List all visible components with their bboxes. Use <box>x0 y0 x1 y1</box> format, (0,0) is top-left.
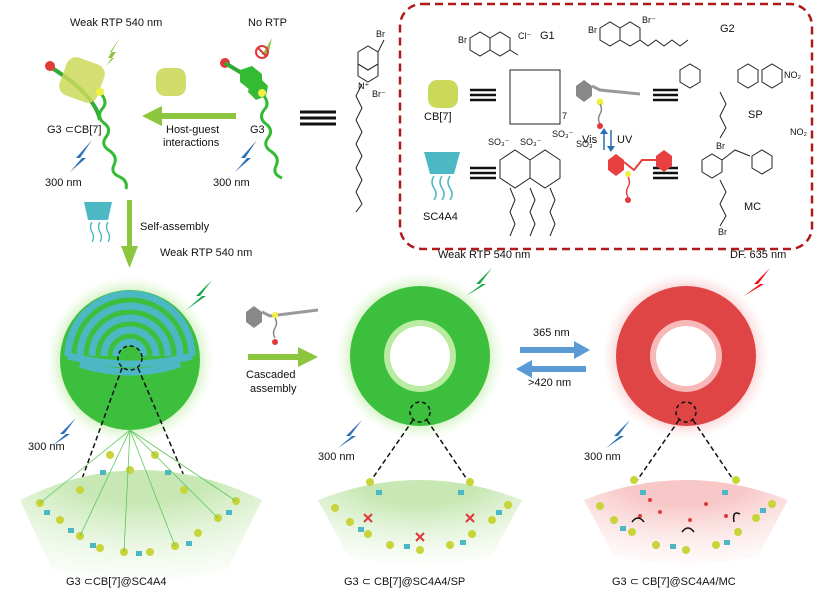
g2-br-label: Br <box>588 25 597 35</box>
alkyl-tail <box>97 94 128 190</box>
mc-label: MC <box>744 201 762 213</box>
g3-chemical-structure <box>355 39 385 213</box>
zoom-circle <box>675 401 697 423</box>
excitation-bolt-icon <box>235 140 257 172</box>
assembly-fan-2 <box>318 478 522 564</box>
excitation-bolt-icon <box>70 140 92 172</box>
multilayer-vesicle <box>46 276 214 491</box>
stage1-excitation-label: 300 nm <box>28 441 65 453</box>
excitation-bolt-icon <box>338 420 362 448</box>
sp-br-label: Br <box>716 141 725 151</box>
mc-br-label: Br <box>718 227 727 237</box>
photo-switch-arrows <box>516 341 590 378</box>
cb7-ring-icon <box>59 57 105 103</box>
stage3-caption: G3 ⊂ CB[7]@SC4A4/MC <box>612 576 736 588</box>
host-guest-label-1: Host-guest <box>166 124 220 136</box>
g2-counterion: Br⁻ <box>642 15 656 25</box>
sp-label: SP <box>748 109 763 121</box>
free-g3-molecule <box>220 58 283 180</box>
excitation-label: 300 nm <box>213 177 250 189</box>
g3-counterion-label: Br⁻ <box>372 89 386 99</box>
host-guest-label-2: interactions <box>163 137 220 149</box>
guest-head-dot <box>45 61 55 71</box>
excitation-bolt-icon <box>606 420 630 448</box>
forward-arrow <box>520 347 576 353</box>
excitation-bolt-icon <box>52 418 76 446</box>
red-toroid <box>602 272 770 483</box>
sc4a4-small-icon <box>84 202 112 243</box>
stage2-caption: G3 ⊂ CB[7]@SC4A4/SP <box>344 576 466 588</box>
complex-emission-label: Weak RTP 540 nm <box>70 17 163 29</box>
zoom-circle <box>117 345 143 371</box>
so3-label: SO₃⁻ <box>552 129 574 139</box>
complex-g3-cb7 <box>45 57 128 190</box>
backward-arrow <box>530 366 586 372</box>
g1-counterion: Cl⁻ <box>518 31 532 41</box>
free-cb7-icon <box>156 68 186 96</box>
sc4a4-legend-icon <box>424 152 460 201</box>
stage3-excitation-label: 300 nm <box>584 451 621 463</box>
sp-legend-icon <box>576 80 641 129</box>
switch-forward-label: 365 nm <box>533 327 570 339</box>
sp-molecule-icon <box>246 306 319 345</box>
stage2-emission-label: Weak RTP 540 nm <box>438 249 531 261</box>
legend-dashed-box <box>398 2 814 251</box>
uv-excitation-icons <box>52 140 630 448</box>
sc4a4-label: SC4A4 <box>423 211 458 223</box>
so3-label: SO₃⁻ <box>576 139 598 149</box>
vis-label: Vis <box>582 134 598 146</box>
complex-label: G3 ⊂CB[7] <box>47 124 102 136</box>
uv-label: UV <box>617 134 633 146</box>
assembly-fan-1 <box>20 429 262 580</box>
host-guest-arrow <box>142 106 236 126</box>
stage2-excitation-label: 300 nm <box>318 451 355 463</box>
vis-uv-switch-arrows <box>600 128 615 152</box>
stage1-emission-label: Weak RTP 540 nm <box>160 247 253 259</box>
stage3-emission-label: DF. 635 nm <box>730 249 787 261</box>
cascaded-label-2: assembly <box>250 383 297 395</box>
equivalence-sign <box>300 110 336 126</box>
assembly-fan-3 <box>584 476 788 564</box>
sp-no2-label: NO₂ <box>784 70 801 80</box>
cb7-label: CB[7] <box>424 111 452 123</box>
g3-nitrogen-label: N⁺ <box>358 81 370 91</box>
cb7-legend-icon <box>428 80 458 108</box>
green-emission-icon <box>186 280 212 310</box>
so3-label: SO₃⁻ <box>520 137 542 147</box>
g1-label: G1 <box>540 30 555 42</box>
legend-structures <box>469 21 783 237</box>
green-emission-icon <box>106 38 120 66</box>
mc-no2-label: NO₂ <box>790 127 807 137</box>
g1-br-label: Br <box>458 35 467 45</box>
mc-legend-icon <box>608 150 672 203</box>
guest-emission-label: No RTP <box>248 17 287 29</box>
green-toroid <box>336 272 504 483</box>
self-assembly-label: Self-assembly <box>140 221 210 233</box>
switch-backward-label: >420 nm <box>528 377 572 389</box>
blocked-transfer-icons <box>363 513 475 542</box>
so3-label: SO₃⁻ <box>488 137 510 147</box>
green-emission-icon <box>466 268 492 296</box>
cascaded-label-1: Cascaded <box>246 369 296 381</box>
energy-transfer-icons <box>631 512 741 533</box>
zoom-circle <box>409 401 431 423</box>
g2-label: G2 <box>720 23 735 35</box>
self-assembly-arrow <box>121 200 138 268</box>
g3-br-label: Br <box>376 29 385 39</box>
excitation-label: 300 nm <box>45 177 82 189</box>
cb7-repeat-label: 7 <box>562 111 568 121</box>
equivalence-sign <box>470 88 678 180</box>
no-rtp-icon <box>255 38 272 59</box>
cascaded-assembly-arrow <box>248 347 318 367</box>
red-emission-icon <box>744 268 770 296</box>
guest-label: G3 <box>250 124 265 136</box>
stage1-caption: G3 ⊂CB[7]@SC4A4 <box>66 576 167 588</box>
